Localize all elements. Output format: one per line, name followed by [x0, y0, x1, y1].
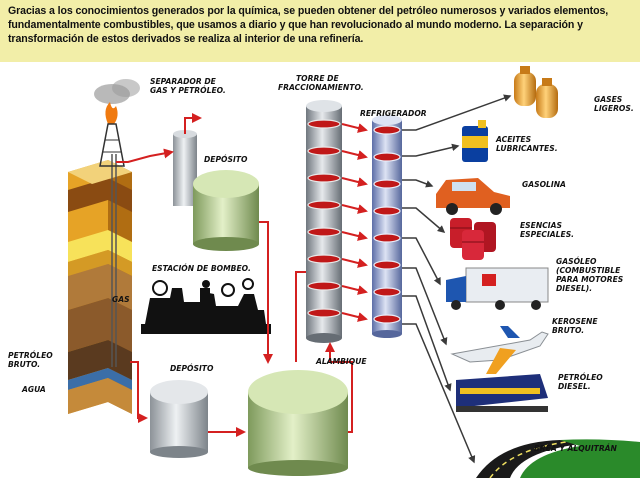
- product-line: [402, 323, 476, 464]
- crude-oil-label-2: BRUTO.: [8, 360, 40, 369]
- separator-label-1: SEPARADOR DE: [150, 77, 217, 86]
- product-label-line: DIESEL.: [558, 382, 591, 391]
- deposit-top-label: DEPÓSITO: [204, 155, 248, 164]
- product-line: [402, 94, 512, 131]
- product-line: [402, 267, 448, 346]
- ground-strata: [68, 154, 132, 414]
- product-label-gasolina: GASOLINA: [522, 180, 566, 189]
- separator-label-2: GAS Y PETRÓLEO.: [150, 86, 226, 95]
- product-lines: [402, 94, 512, 464]
- cooler-coil: [373, 125, 401, 135]
- locomotive-icon: [456, 374, 548, 412]
- cooler-coils: [373, 125, 401, 324]
- deposit-tank-top: [193, 170, 259, 251]
- transfer-pipes: [341, 123, 368, 322]
- tower-tray: [307, 119, 341, 129]
- cooler-coil: [373, 314, 401, 324]
- product-line: [402, 207, 446, 233]
- gas-bottles-icon: [514, 66, 558, 118]
- pump-station: [141, 278, 271, 334]
- transfer-pipe: [341, 204, 368, 214]
- transfer-pipe: [341, 231, 368, 241]
- transfer-pipe: [341, 312, 368, 322]
- transfer-pipe: [341, 285, 368, 295]
- tower-tray: [307, 200, 341, 210]
- intro-band: [0, 0, 640, 62]
- product-label-line: GASOLINA: [522, 180, 566, 189]
- product-label-line: PARA MOTORES: [556, 275, 624, 284]
- deposit-bottom-label: DEPÓSITO: [170, 364, 214, 373]
- product-label-line: KEROSENE: [552, 317, 598, 326]
- product-label-line: GASÓLEO: [556, 257, 597, 266]
- cooler-coil: [373, 206, 401, 216]
- transfer-pipe: [341, 150, 368, 160]
- tower-tray: [307, 146, 341, 156]
- product-label-brea: BREA Y ALQUITRÁN: [534, 444, 618, 453]
- product-line: [402, 237, 441, 286]
- truck-icon: [446, 267, 549, 310]
- product-label-line: LIGEROS.: [594, 104, 634, 113]
- airplane-icon: [450, 326, 549, 374]
- fractionation-tower: [306, 100, 342, 343]
- cooler-coil: [373, 152, 401, 162]
- tower-label-1: TORRE DE: [296, 74, 339, 83]
- product-label-line: PETRÓLEO: [558, 373, 603, 382]
- tower-tray: [307, 254, 341, 264]
- tower-trays: [307, 119, 341, 318]
- oil-derrick: [94, 79, 140, 167]
- tower-tray: [307, 227, 341, 237]
- product-line: [402, 179, 434, 188]
- tower-tray: [307, 173, 341, 183]
- barrels-icon: [450, 218, 496, 260]
- pipes: [116, 113, 353, 437]
- tower-label-2: FRACCIONAMIENTO.: [278, 83, 364, 92]
- tower-tray: [307, 308, 341, 318]
- oil-can-icon: [462, 120, 488, 162]
- product-label-line: ESENCIAS: [520, 221, 562, 230]
- pump-station-label: ESTACIÓN DE BOMBEO.: [152, 264, 251, 273]
- transfer-pipe: [341, 177, 368, 187]
- crude-oil-label-1: PETRÓLEO: [8, 351, 53, 360]
- still-tank: [248, 370, 348, 476]
- product-line: [402, 295, 452, 392]
- product-label-line: BREA Y ALQUITRÁN: [534, 444, 618, 453]
- road-icon: [476, 439, 640, 478]
- transfer-pipe: [341, 258, 368, 268]
- car-icon: [436, 178, 510, 215]
- cooler-label: REFRIGERADOR: [360, 109, 427, 118]
- product-label-line: BRUTO.: [552, 326, 584, 335]
- cooler-column: [372, 115, 402, 338]
- product-label-line: LUBRICANTES.: [496, 144, 558, 153]
- tower-tray: [307, 281, 341, 291]
- cooler-coil: [373, 260, 401, 270]
- cooler-coil: [373, 287, 401, 297]
- product-label-line: ESPECIALES.: [520, 230, 574, 239]
- transfer-pipe: [341, 123, 368, 133]
- product-label-line: ACEITES: [495, 135, 532, 144]
- cooler-coil: [373, 179, 401, 189]
- deposit-tank-bottom: [150, 380, 208, 458]
- gas-label: GAS: [112, 295, 130, 304]
- water-label: AGUA: [21, 385, 46, 394]
- cooler-coil: [373, 233, 401, 243]
- product-label-line: DIESEL).: [556, 284, 592, 293]
- intro-text: Gracias a los conocimientos generados po…: [8, 5, 609, 45]
- product-line: [402, 143, 460, 157]
- still-label: ALAMBIQUE: [315, 357, 367, 366]
- product-label-line: GASES: [594, 95, 623, 104]
- product-label-line: (COMBUSTIBLE: [556, 266, 621, 275]
